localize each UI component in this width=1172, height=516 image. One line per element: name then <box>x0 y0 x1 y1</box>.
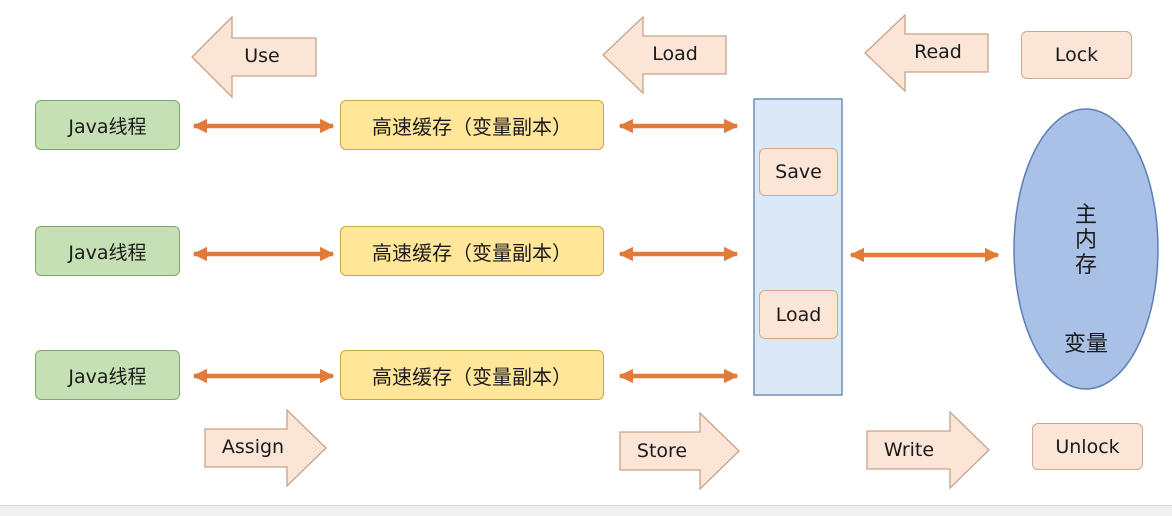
main-memory-title: 主 内 存 <box>1066 203 1106 278</box>
buffer-load-box: Load <box>759 290 838 339</box>
java-thread-box-2: Java线程 <box>35 226 180 276</box>
save-label: Save <box>775 161 822 183</box>
load-arrow-top <box>602 15 727 95</box>
cache-box-2: 高速缓存（变量副本） <box>340 226 604 276</box>
bottom-scroll-edge <box>0 505 1172 516</box>
java-thread-box-3: Java线程 <box>35 350 180 400</box>
buffer-column <box>753 98 843 396</box>
lock-label: Lock <box>1054 44 1099 66</box>
lock-box: Lock <box>1021 31 1132 79</box>
java-thread-label: Java线程 <box>68 241 147 264</box>
main-memory-char: 存 <box>1074 253 1097 278</box>
buffer-load-label: Load <box>775 303 822 326</box>
variable-label: 变量 <box>1063 332 1108 357</box>
cache-box-3: 高速缓存（变量副本） <box>340 350 604 400</box>
java-thread-label: Java线程 <box>68 365 147 388</box>
main-memory-char: 内 <box>1074 228 1097 253</box>
cache-label: 高速缓存（变量副本） <box>372 364 572 389</box>
cache-label: 高速缓存（变量副本） <box>372 240 572 265</box>
unlock-label: Unlock <box>1055 435 1120 458</box>
store-label: Store <box>636 440 688 462</box>
assign-label: Assign <box>221 436 285 458</box>
java-thread-label: Java线程 <box>68 115 147 138</box>
save-box: Save <box>759 148 838 196</box>
read-arrow <box>864 13 989 93</box>
use-arrow <box>191 15 317 99</box>
write-label: Write <box>883 439 935 461</box>
store-arrow <box>619 411 740 491</box>
main-memory-ellipse <box>1013 108 1159 390</box>
load-label: Load <box>652 43 698 65</box>
main-memory-char: 主 <box>1074 203 1097 228</box>
java-thread-box-1: Java线程 <box>35 100 180 150</box>
write-arrow <box>866 410 990 490</box>
use-label: Use <box>244 45 280 67</box>
cache-box-1: 高速缓存（变量副本） <box>340 100 604 150</box>
read-label: Read <box>914 41 962 63</box>
assign-arrow <box>204 408 327 488</box>
unlock-box: Unlock <box>1032 423 1143 470</box>
cache-label: 高速缓存（变量副本） <box>372 114 572 139</box>
